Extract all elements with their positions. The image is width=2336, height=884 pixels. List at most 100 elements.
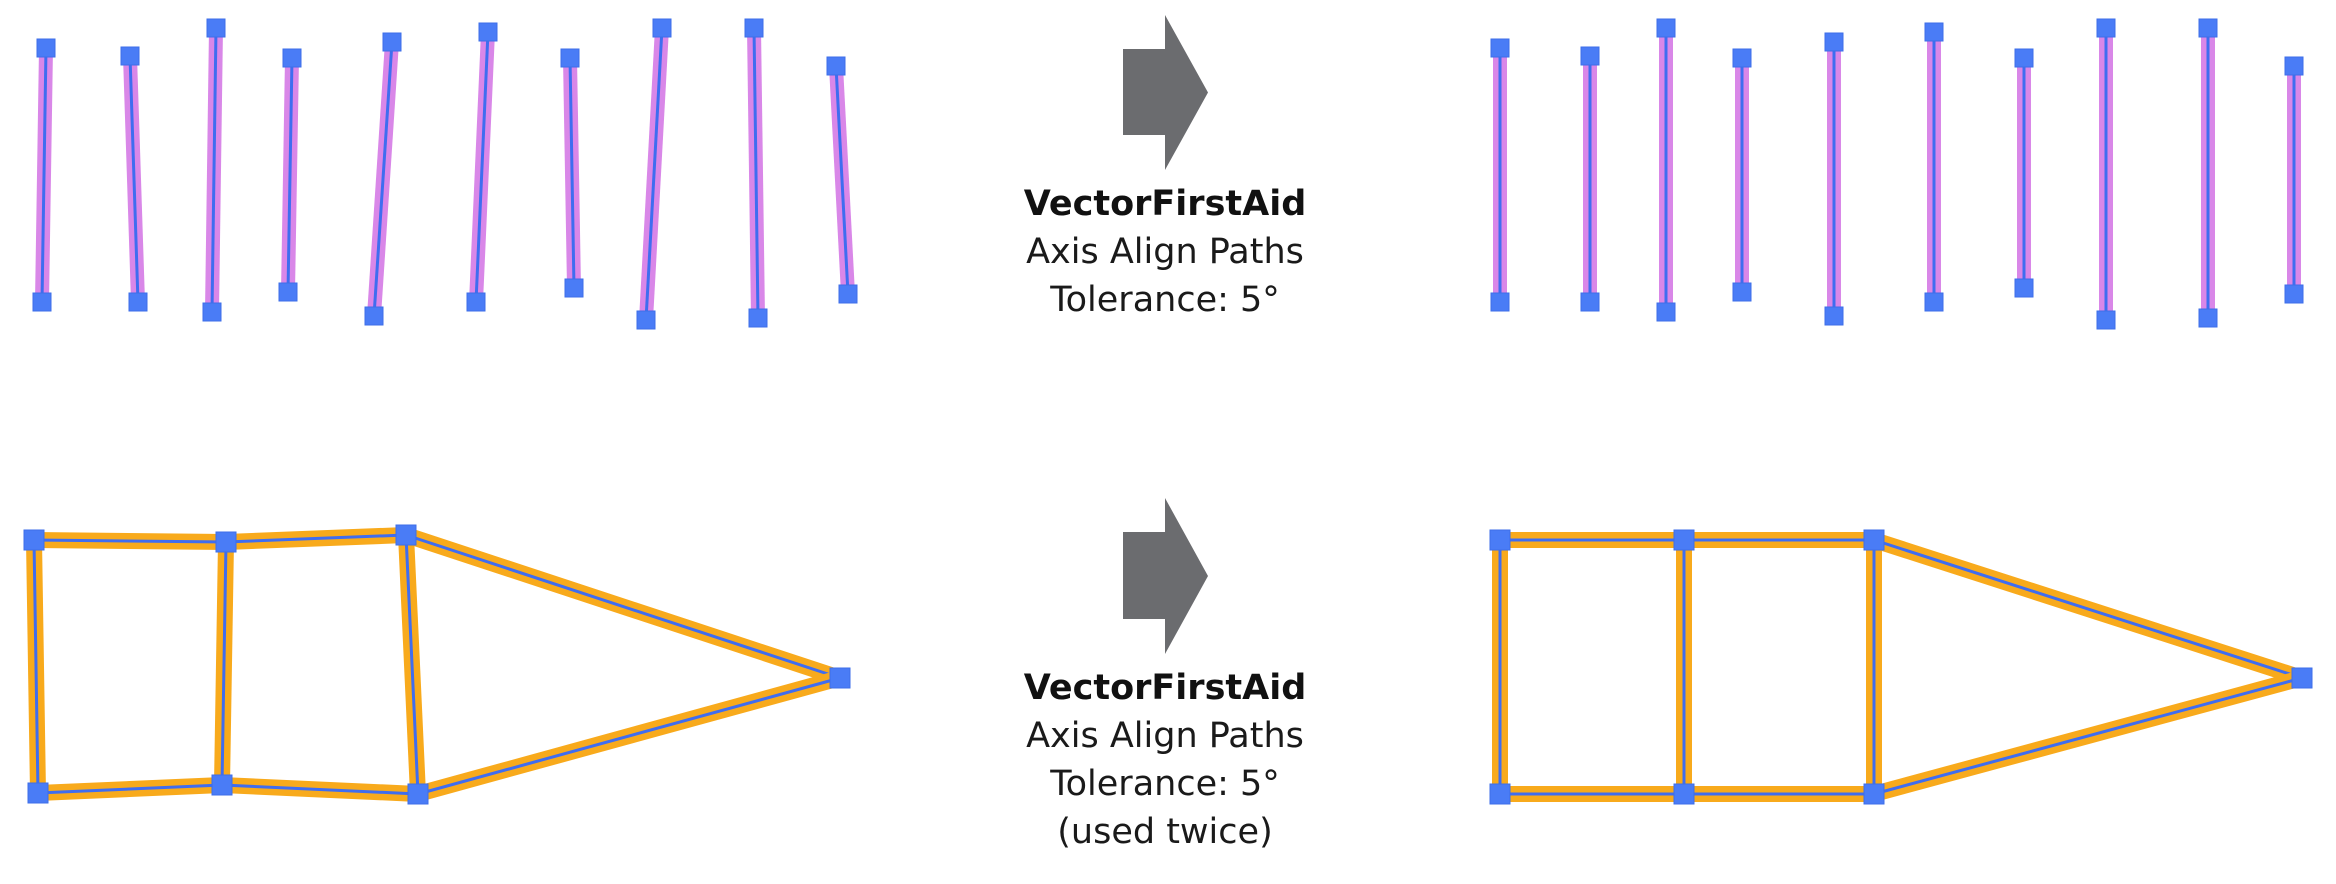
anchor-node <box>829 667 851 689</box>
anchor-node <box>1489 783 1511 805</box>
arrow-shape <box>1123 498 1208 654</box>
path-segment <box>752 27 760 319</box>
path-segment <box>372 41 394 317</box>
anchor-node <box>1824 32 1844 52</box>
vertical-path <box>2284 56 2304 304</box>
vertical-path <box>636 18 672 330</box>
vertical-path <box>466 22 498 312</box>
path-segment <box>32 539 40 794</box>
path-segment <box>417 676 841 796</box>
vertical-path <box>826 56 858 304</box>
caption-tolerance: Tolerance: 5° <box>1050 764 1280 804</box>
anchor-node <box>2014 278 2034 298</box>
vertical-path <box>1924 22 1944 312</box>
path-segment <box>225 533 407 544</box>
anchor-node <box>2096 18 2116 38</box>
vertical-path <box>364 32 402 326</box>
anchor-node <box>128 292 148 312</box>
caption-operation: Axis Align Paths <box>1026 716 1304 756</box>
vertical-path <box>1732 48 1752 302</box>
path-segment <box>644 27 664 321</box>
anchor-node <box>2198 18 2218 38</box>
vertical-path <box>32 38 56 312</box>
anchor-node <box>1924 292 1944 312</box>
anchor-node <box>744 18 764 38</box>
anchor-node <box>120 46 140 66</box>
anchor-node <box>652 18 672 38</box>
vertical-path <box>278 48 302 302</box>
anchor-node <box>36 38 56 58</box>
caption-title: VectorFirstAid <box>1023 184 1307 224</box>
anchor-node <box>466 292 486 312</box>
vertical-path <box>560 48 584 298</box>
anchor-node <box>278 282 298 302</box>
anchor-node <box>1673 529 1695 551</box>
caption-note: (used twice) <box>1057 812 1273 852</box>
path-segment <box>37 783 223 795</box>
caption-tolerance: Tolerance: 5° <box>1050 280 1280 320</box>
caption-title: VectorFirstAid <box>1023 668 1307 708</box>
vertical-path <box>1490 38 1510 312</box>
top-after-aligned-lines <box>1490 18 2304 330</box>
path-segment <box>286 57 294 293</box>
anchor-node <box>1489 529 1511 551</box>
anchor-node <box>1580 292 1600 312</box>
anchor-node <box>23 529 45 551</box>
path-segment <box>834 65 850 295</box>
vertical-path <box>2014 48 2034 298</box>
anchor-node <box>32 292 52 312</box>
vertical-path <box>1824 32 1844 326</box>
anchor-node <box>282 48 302 68</box>
bottom-caption: VectorFirstAid Axis Align Paths Toleranc… <box>995 664 1335 856</box>
vertical-path <box>1656 18 1676 322</box>
path-segment <box>404 534 420 795</box>
anchor-node <box>2198 308 2218 328</box>
anchor-node <box>395 524 417 546</box>
vertical-path <box>120 46 148 312</box>
anchor-node <box>1490 38 1510 58</box>
anchor-node <box>1656 302 1676 322</box>
anchor-node <box>1824 306 1844 326</box>
anchor-node <box>1490 292 1510 312</box>
bottom-arrow-right-icon <box>1123 498 1208 654</box>
anchor-node <box>2291 667 2313 689</box>
anchor-node <box>826 56 846 76</box>
anchor-node <box>2014 48 2034 68</box>
anchor-node <box>27 782 49 804</box>
anchor-node <box>838 284 858 304</box>
path-segment <box>221 783 419 796</box>
anchor-node <box>560 48 580 68</box>
path-segment <box>220 541 228 786</box>
vertical-path <box>2198 18 2218 328</box>
anchor-node <box>748 308 768 328</box>
vertical-path <box>1580 46 1600 312</box>
anchor-node <box>2284 56 2304 76</box>
anchor-node <box>1732 282 1752 302</box>
anchor-node <box>215 531 237 553</box>
anchor-node <box>1656 18 1676 38</box>
anchor-node <box>1732 48 1752 68</box>
anchor-node <box>211 774 233 796</box>
arrow-shape <box>1123 15 1208 170</box>
vertical-path <box>202 18 226 322</box>
path-segment <box>1873 538 2303 680</box>
bottom-after-aligned-shape <box>1489 529 2313 805</box>
anchor-node <box>202 302 222 322</box>
path-segment <box>33 538 227 544</box>
vertical-path <box>744 18 768 328</box>
anchor-node <box>564 278 584 298</box>
anchor-node <box>1580 46 1600 66</box>
caption-operation: Axis Align Paths <box>1026 232 1304 272</box>
bottom-before-misaligned-shape <box>23 524 851 805</box>
path-segment <box>568 57 576 289</box>
anchor-node <box>1863 529 1885 551</box>
anchor-node <box>1863 783 1885 805</box>
anchor-node <box>636 310 656 330</box>
path-segment <box>1873 676 2303 796</box>
top-caption: VectorFirstAid Axis Align Paths Toleranc… <box>995 180 1335 324</box>
anchor-node <box>1924 22 1944 42</box>
path-segment <box>40 47 48 303</box>
anchor-node <box>382 32 402 52</box>
anchor-node <box>206 18 226 38</box>
